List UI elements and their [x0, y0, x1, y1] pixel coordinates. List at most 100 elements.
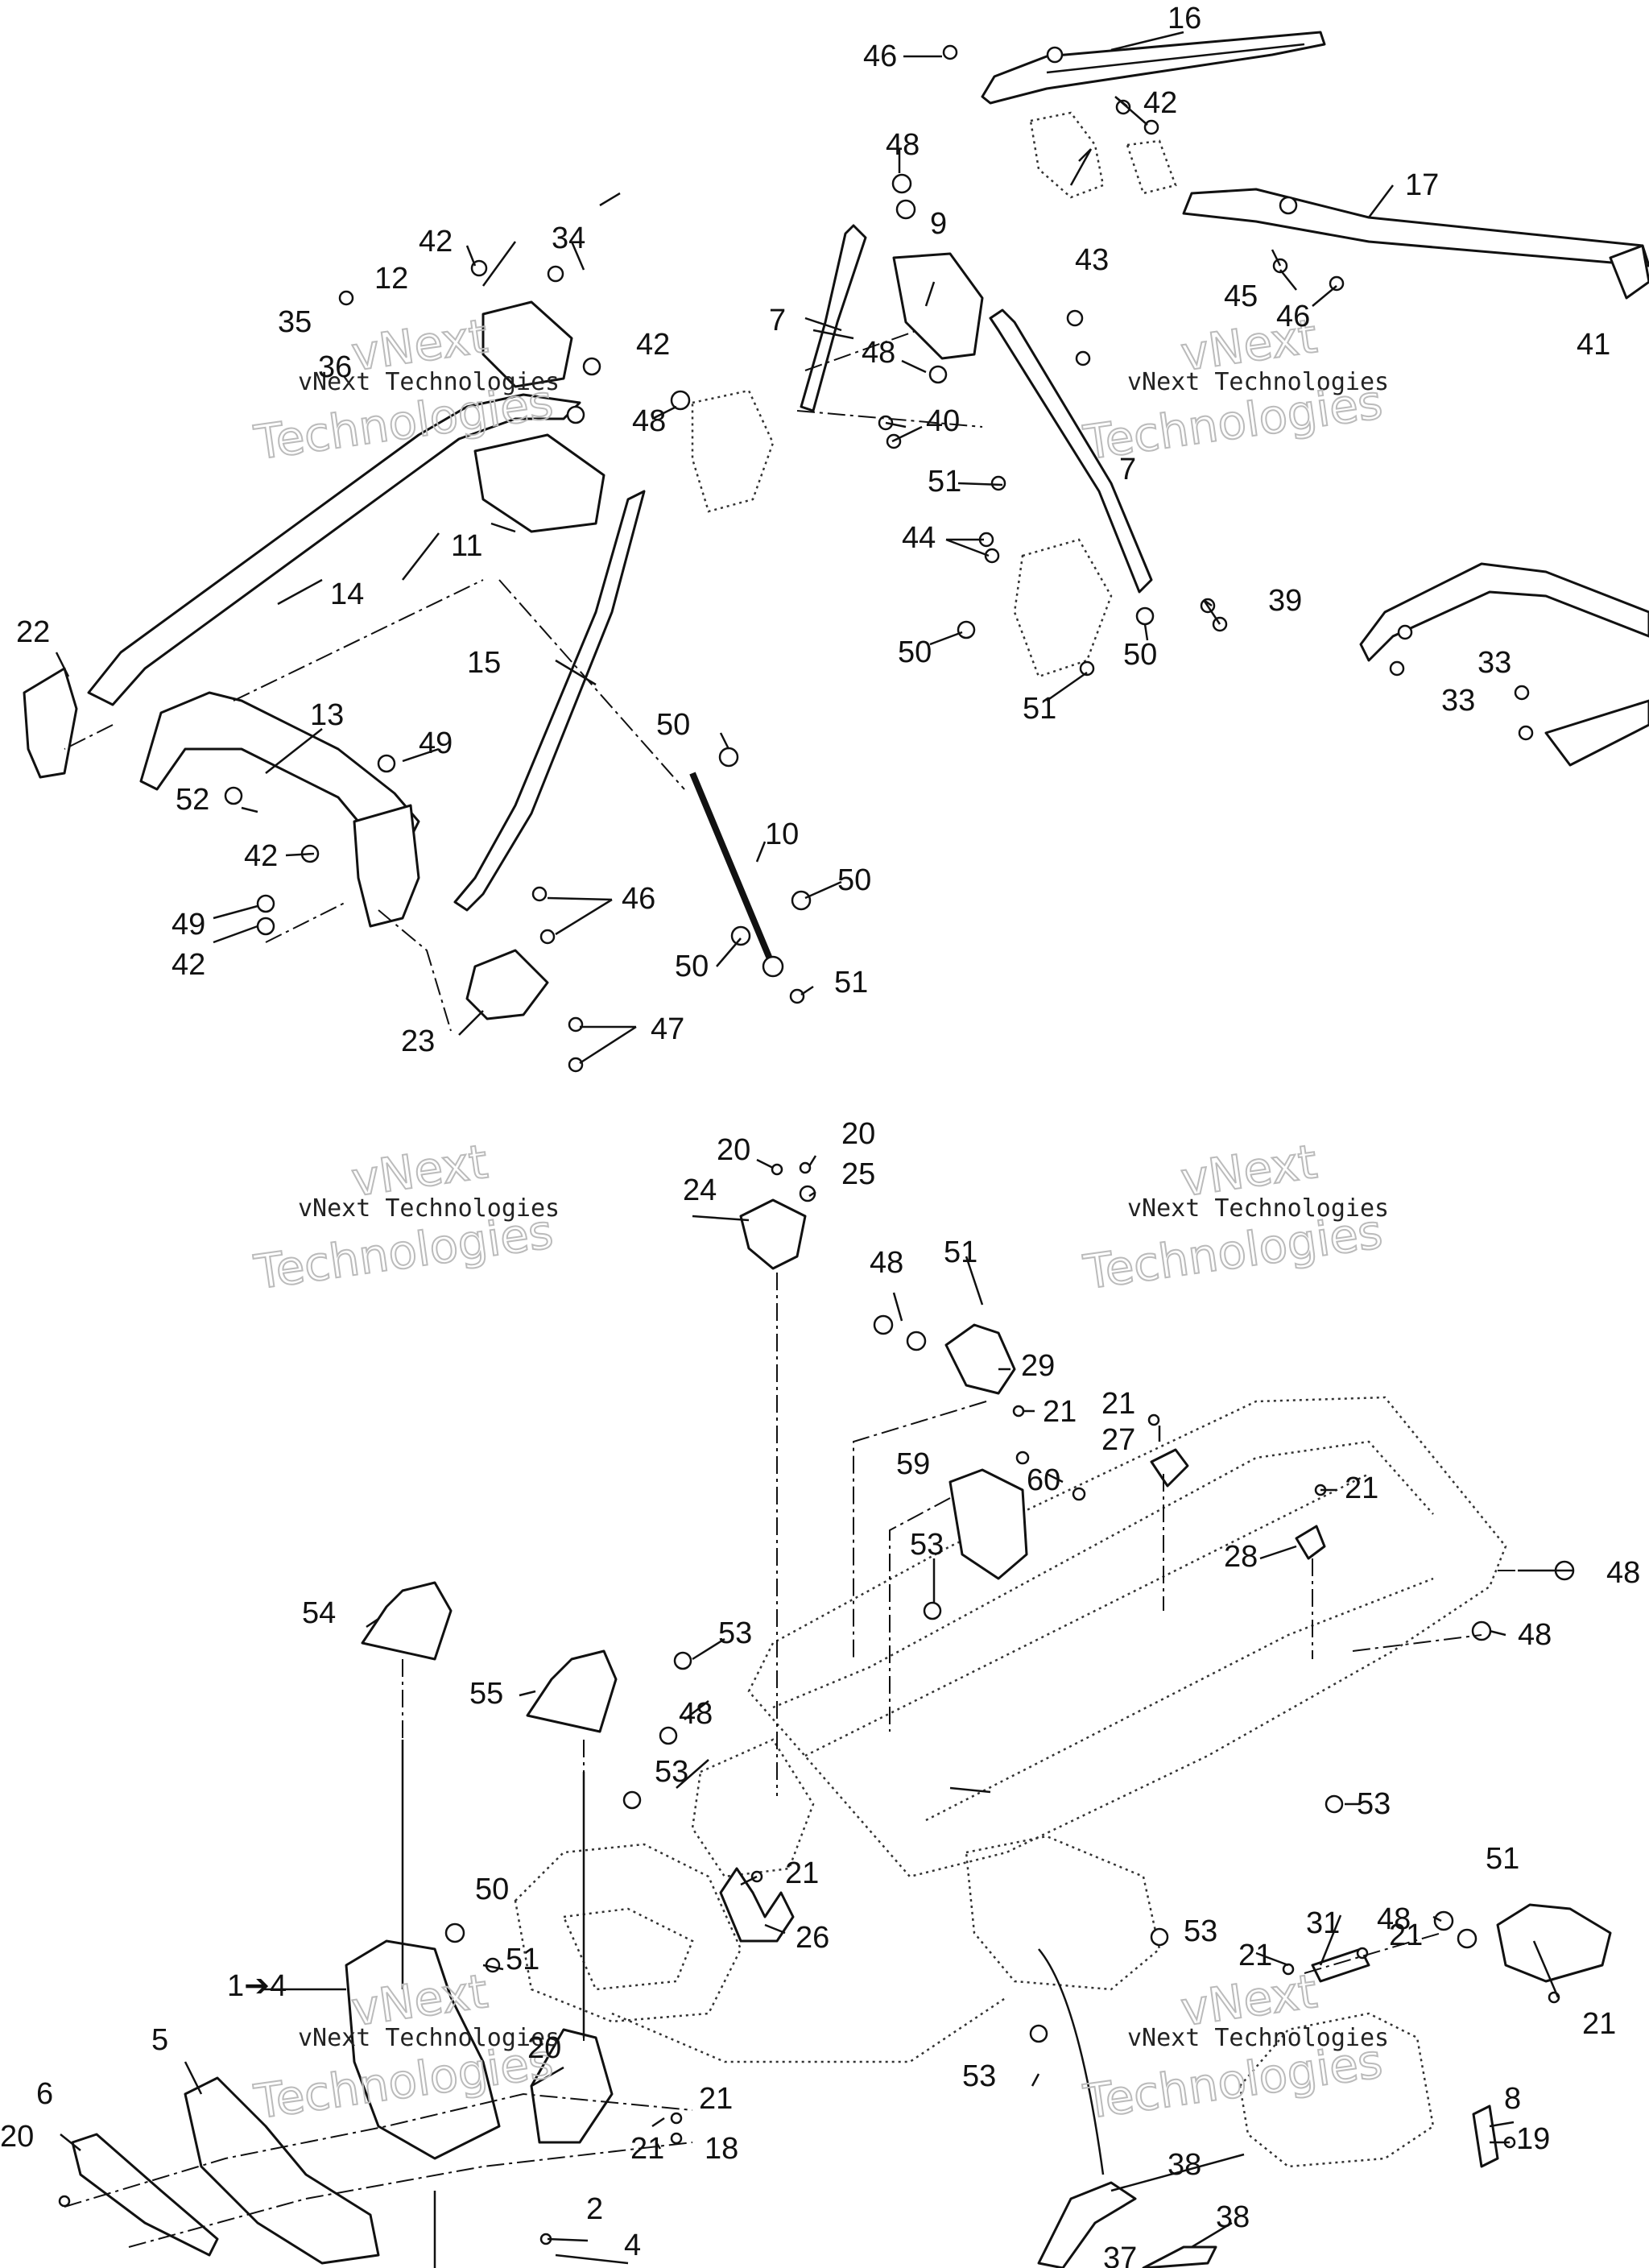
- callout-label: 7: [769, 304, 786, 337]
- callout-label: 22: [16, 615, 50, 649]
- callout-label: 21: [1582, 2007, 1616, 2041]
- callout-label: 40: [926, 404, 960, 438]
- callout-label: 37: [1103, 2241, 1137, 2268]
- part-31-bar: [1311, 1947, 1370, 1983]
- leader-lines: [55, 31, 1574, 2265]
- callout-label: 14: [330, 577, 364, 611]
- callout-label: 20: [841, 1117, 875, 1151]
- part-7-right-rail: [989, 308, 1153, 594]
- part-59-plate: [948, 1468, 1028, 1580]
- callout-label: 51: [928, 465, 961, 499]
- callout-label: 42: [1143, 86, 1177, 120]
- callout-label: 53: [1184, 1914, 1217, 1948]
- part-33-loop: [1359, 562, 1649, 767]
- watermark-text: vNext Technologies: [298, 368, 560, 396]
- callout-label: 33: [1477, 646, 1511, 680]
- part-44-mount-hidden: [1013, 538, 1113, 678]
- callout-label: 42: [172, 948, 205, 982]
- part-9-bracket: [892, 252, 984, 360]
- watermark-group: vNext Technologies Technologies vNext vN…: [250, 308, 1389, 2130]
- callout-label: 49: [419, 726, 453, 760]
- callout-label: 21: [1101, 1387, 1135, 1421]
- part-26-bracket: [719, 1867, 795, 1943]
- part-22-bracket: [23, 667, 78, 779]
- callout-label: 35: [278, 305, 312, 339]
- callout-label: 48: [632, 404, 666, 438]
- part-38-strip: [1037, 2181, 1137, 2268]
- part-38-strip-b: [1142, 2245, 1217, 2268]
- callout-label: 21: [785, 1856, 819, 1890]
- callout-label: 48: [1606, 1556, 1640, 1590]
- callout-label: 23: [401, 1024, 435, 1058]
- callout-label: 21: [1389, 1918, 1423, 1952]
- callout-label: 13: [310, 698, 344, 732]
- callout-label: 42: [636, 328, 670, 362]
- watermark-text: vNext Technologies: [1127, 2024, 1389, 2052]
- watermark-text: vNext Technologies: [298, 2024, 560, 2052]
- tunnel-chassis: [514, 1396, 1507, 2063]
- top-assembly-lines: [64, 329, 983, 1032]
- part-8-clip: [1472, 2105, 1499, 2168]
- bottom-hardware: [58, 1161, 1575, 2245]
- part-23-bracket: [465, 949, 549, 1020]
- callout-label: 17: [1405, 168, 1439, 202]
- callout-label: 20: [0, 2120, 34, 2154]
- callout-label: 53: [718, 1616, 752, 1650]
- callout-label: 53: [1357, 1787, 1391, 1821]
- callout-label: 29: [1021, 1349, 1055, 1383]
- callout-label: 28: [1224, 1540, 1258, 1574]
- part-24-bracket: [739, 1198, 807, 1270]
- callout-label: 59: [896, 1447, 930, 1481]
- callout-label: 1➔4: [227, 1969, 287, 2003]
- watermark-text: vNext Technologies: [1127, 368, 1389, 396]
- part-17-rail: [1182, 188, 1649, 300]
- callout-label: 42: [244, 839, 278, 873]
- callout-label: 6: [36, 2077, 53, 2111]
- callout-label: 11: [451, 529, 482, 563]
- callout-label: 53: [655, 1755, 688, 1789]
- callout-label: 39: [1268, 584, 1302, 618]
- callout-label: 8: [1504, 2082, 1521, 2116]
- callout-label: 21: [630, 2132, 664, 2166]
- part-13-plate: [353, 804, 420, 928]
- callout-label: 60: [1027, 1463, 1060, 1497]
- callout-label: 27: [1101, 1423, 1135, 1457]
- callout-label: 38: [1168, 2148, 1201, 2182]
- callout-label: 50: [475, 1873, 509, 1906]
- callout-label: 50: [656, 708, 690, 742]
- callout-label: 42: [419, 225, 453, 259]
- callout-label: 48: [870, 1246, 903, 1280]
- callout-label: 18: [705, 2132, 738, 2166]
- top-hardware: [224, 44, 1534, 1073]
- callout-label: 51: [1486, 1842, 1519, 1876]
- part-6-strip: [71, 2133, 219, 2257]
- callout-label: 34: [552, 221, 585, 255]
- part-29-plate: [944, 1323, 1016, 1395]
- callout-label: 50: [1123, 638, 1157, 672]
- callout-label: 50: [898, 635, 932, 669]
- callout-label: 54: [302, 1596, 336, 1630]
- part-54-block: [361, 1581, 453, 1661]
- part-27-bracket: [1150, 1448, 1189, 1488]
- callout-label: 10: [765, 817, 799, 851]
- callout-label: 46: [622, 882, 655, 916]
- callout-label: 53: [962, 2059, 996, 2093]
- callout-label: 21: [699, 2082, 733, 2116]
- part-10-rod: [689, 772, 776, 968]
- callout-label: 20: [717, 1133, 750, 1167]
- part-48-mount-hidden: [691, 389, 775, 513]
- part-7-left-rail: [800, 224, 867, 412]
- part-16-bracket-hidden: [1029, 111, 1177, 199]
- callout-label: 2: [586, 2192, 603, 2226]
- callout-label: 21: [1043, 1395, 1077, 1429]
- callout-label: 48: [886, 128, 920, 162]
- part-8-panel-hidden: [1238, 2012, 1435, 2168]
- part-16-rail: [981, 31, 1326, 105]
- callout-label: 25: [841, 1157, 875, 1191]
- callout-label: 50: [837, 863, 871, 897]
- callout-label: 51: [944, 1235, 977, 1269]
- callout-label: 36: [318, 350, 352, 384]
- callout-label: 55: [469, 1677, 503, 1711]
- callout-label: 21: [1345, 1471, 1378, 1505]
